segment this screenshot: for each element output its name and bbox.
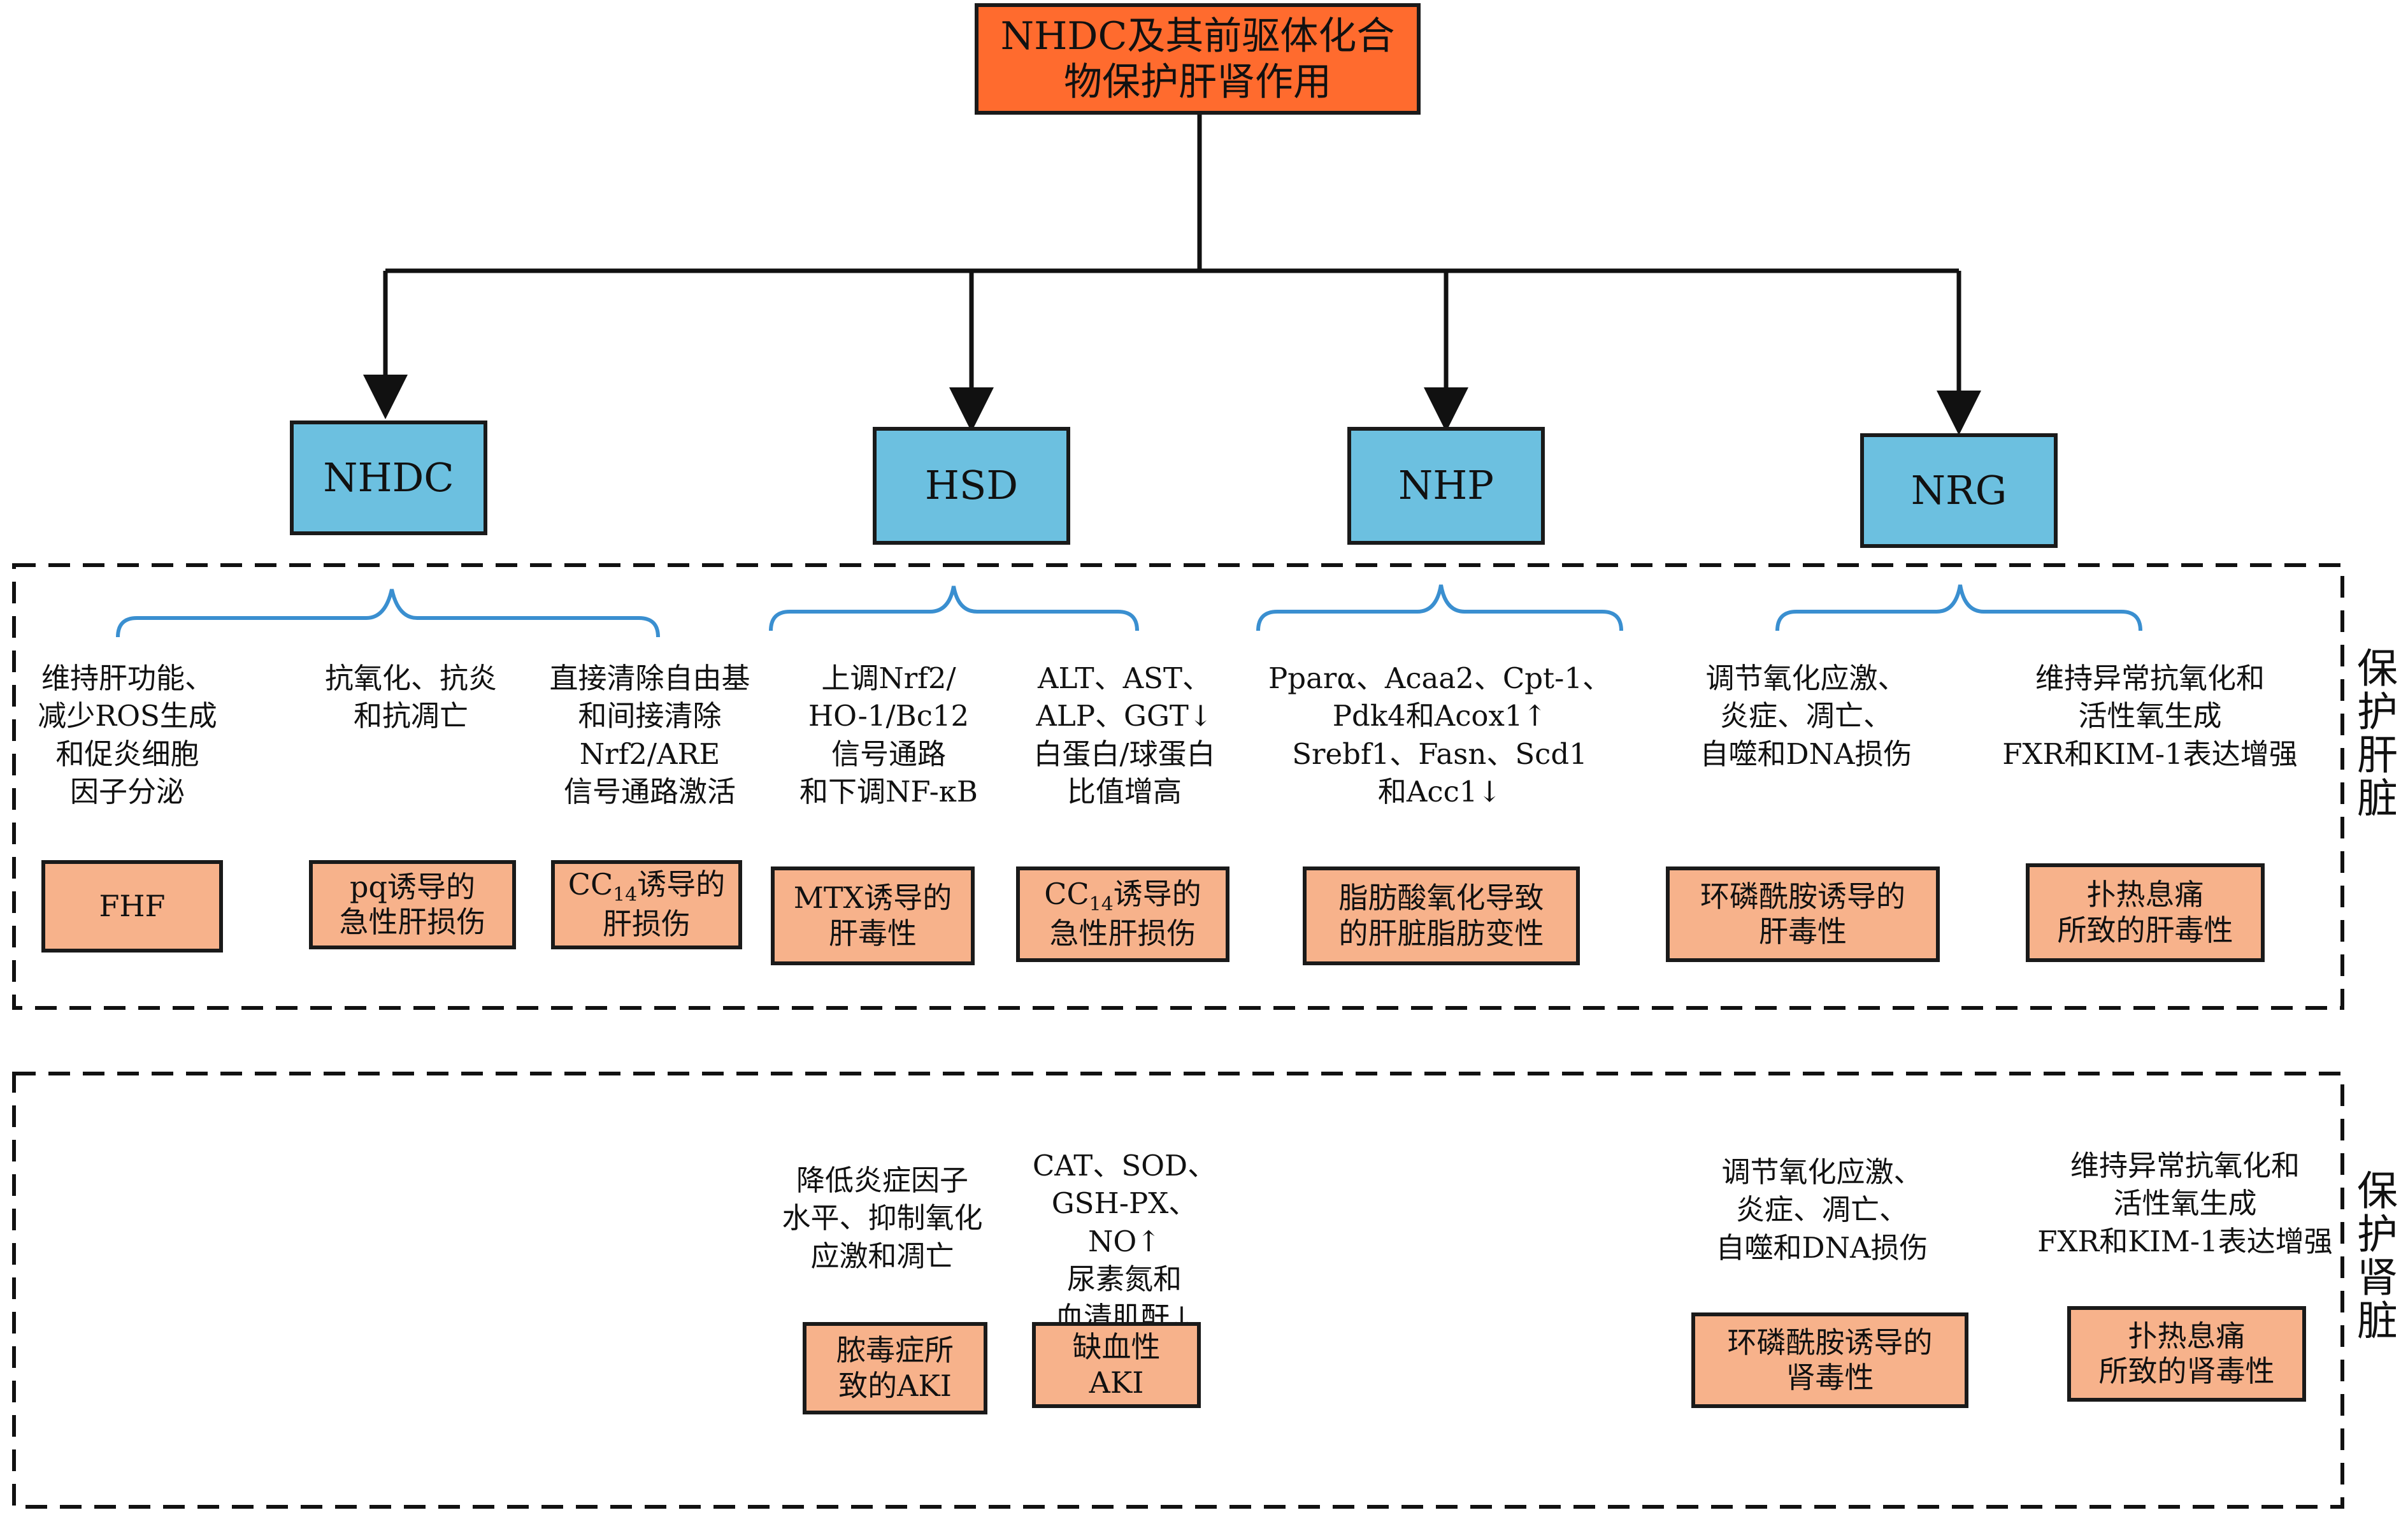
model-line: 肝毒性 [1759,914,1847,949]
kidney-mechanism-3: 调节氧化应激、 炎症、凋亡、 自噬和DNA损伤 [1716,1155,1928,1265]
model-line-part: 诱导的 [1113,877,1201,912]
model-line-subscript: 14 [613,884,638,907]
model-line: 的肝脏脂肪变性 [1338,916,1544,951]
model-line: 脂肪酸氧化导致 [1338,881,1544,916]
kidney-mechanism-2: CAT、SOD、 GSH-PX、NO↑ 尿素氮和 血清肌酐↓ [1032,1149,1217,1334]
liver-mechanism-4: 上调Nrf2/ HO-1/Bc12 信号通路 和下调NF-κB [799,661,978,809]
model-line-part: 诱导的 [637,867,726,902]
liver-mechanism-3: 直接清除自由基 和间接清除 Nrf2/ARE 信号通路激活 [549,661,750,809]
liver-model-box-4: MTX诱导的 肝毒性 [771,866,975,965]
kidney-model-box-3: 环磷酰胺诱导的 肾毒性 [1691,1312,1968,1408]
liver-model-box-1: FHF [41,860,223,953]
model-line-part: CC [1044,877,1089,912]
root-title-line2: 物保护肝肾作用 [1064,59,1331,104]
compound-box-hsd: HSD [873,427,1070,545]
liver-mechanism-1: 维持肝功能、 减少ROS生成 和促炎细胞 因子分泌 [38,661,217,809]
model-line: 扑热息痛 [2086,877,2204,912]
kidney-model-box-1: 脓毒症所 致的AKI [803,1322,987,1414]
kidney-section-frame [12,1072,2344,1509]
kidney-model-box-2: 缺血性 AKI [1032,1322,1201,1408]
root-title-box: NHDC及其前驱体化合 物保护肝肾作用 [975,3,1421,115]
liver-mechanism-6: Pparα、Acaa2、Cpt-1、 Pdk4和Acox1↑ Srebf1、Fa… [1268,661,1611,809]
model-line: CC14诱导的 [568,867,725,907]
model-line-subscript: 14 [1089,893,1114,916]
liver-mechanism-8: 维持异常抗氧化和 活性氧生成 FXR和KIM-1表达增强 [2002,661,2298,771]
model-line: 肝毒性 [829,916,917,951]
kidney-model-box-4: 扑热息痛 所致的肾毒性 [2067,1306,2306,1402]
brace-nhp [1256,584,1623,631]
kidney-mechanism-4: 维持异常抗氧化和 活性氧生成 FXR和KIM-1表达增强 [2037,1149,2333,1258]
model-line: 环磷酰胺诱导的 [1727,1325,1933,1360]
liver-model-box-8: 扑热息痛 所致的肝毒性 [2026,863,2265,962]
brace-nhdc [116,589,660,638]
model-line: 急性肝损伤 [1049,916,1196,951]
compound-label: NRG [1910,466,2007,514]
kidney-section-label: 保护肾脏 [2350,1169,2397,1342]
liver-mechanism-5: ALT、AST、 ALP、GGT↓ 白蛋白/球蛋白 比值增高 [1033,661,1215,809]
liver-mechanism-7: 调节氧化应激、 炎症、凋亡、 自噬和DNA损伤 [1700,661,1912,771]
brace-hsd [769,586,1139,631]
liver-model-box-7: 环磷酰胺诱导的 肝毒性 [1666,866,1940,962]
compound-label: NHDC [323,454,454,501]
model-line: FHF [99,888,166,923]
model-line: MTX诱导的 [793,881,952,916]
model-line-part: CC [568,867,613,902]
compound-label: HSD [924,462,1019,509]
model-line: CC14诱导的 [1044,877,1201,916]
model-line: 所致的肾毒性 [2098,1354,2275,1388]
compound-box-nhp: NHP [1347,427,1545,545]
model-line: 致的AKI [838,1368,952,1403]
liver-section-frame [12,563,2344,1010]
model-line: AKI [1089,1365,1144,1400]
root-title-line1: NHDC及其前驱体化合 [1000,13,1395,59]
liver-model-box-6: 脂肪酸氧化导致 的肝脏脂肪变性 [1303,866,1580,965]
model-line: 脓毒症所 [836,1333,954,1368]
liver-mechanism-2: 抗氧化、抗炎 和抗凋亡 [324,661,497,733]
model-line: pq诱导的 [350,869,475,904]
compound-label: NHP [1398,462,1494,509]
model-line: 扑热息痛 [2128,1318,2246,1353]
compound-box-nhdc: NHDC [290,421,487,535]
model-line: 急性肝损伤 [339,905,486,939]
liver-model-box-5: CC14诱导的 急性肝损伤 [1016,866,1229,962]
brace-nrg [1775,584,2142,631]
compound-box-nrg: NRG [1860,433,2058,548]
liver-model-box-2: pq诱导的 急性肝损伤 [309,860,516,949]
model-line: 环磷酰胺诱导的 [1700,879,1905,914]
model-line: 肝损伤 [603,907,691,942]
model-line: 缺血性 [1072,1330,1161,1365]
model-line: 所致的肝毒性 [2057,912,2233,947]
kidney-mechanism-1: 降低炎症因子 水平、抑制氧化 应激和凋亡 [782,1163,983,1273]
liver-model-box-3: CC14诱导的 肝损伤 [551,860,742,949]
liver-section-label: 保护肝脏 [2350,647,2397,820]
model-line: 肾毒性 [1786,1360,1874,1395]
